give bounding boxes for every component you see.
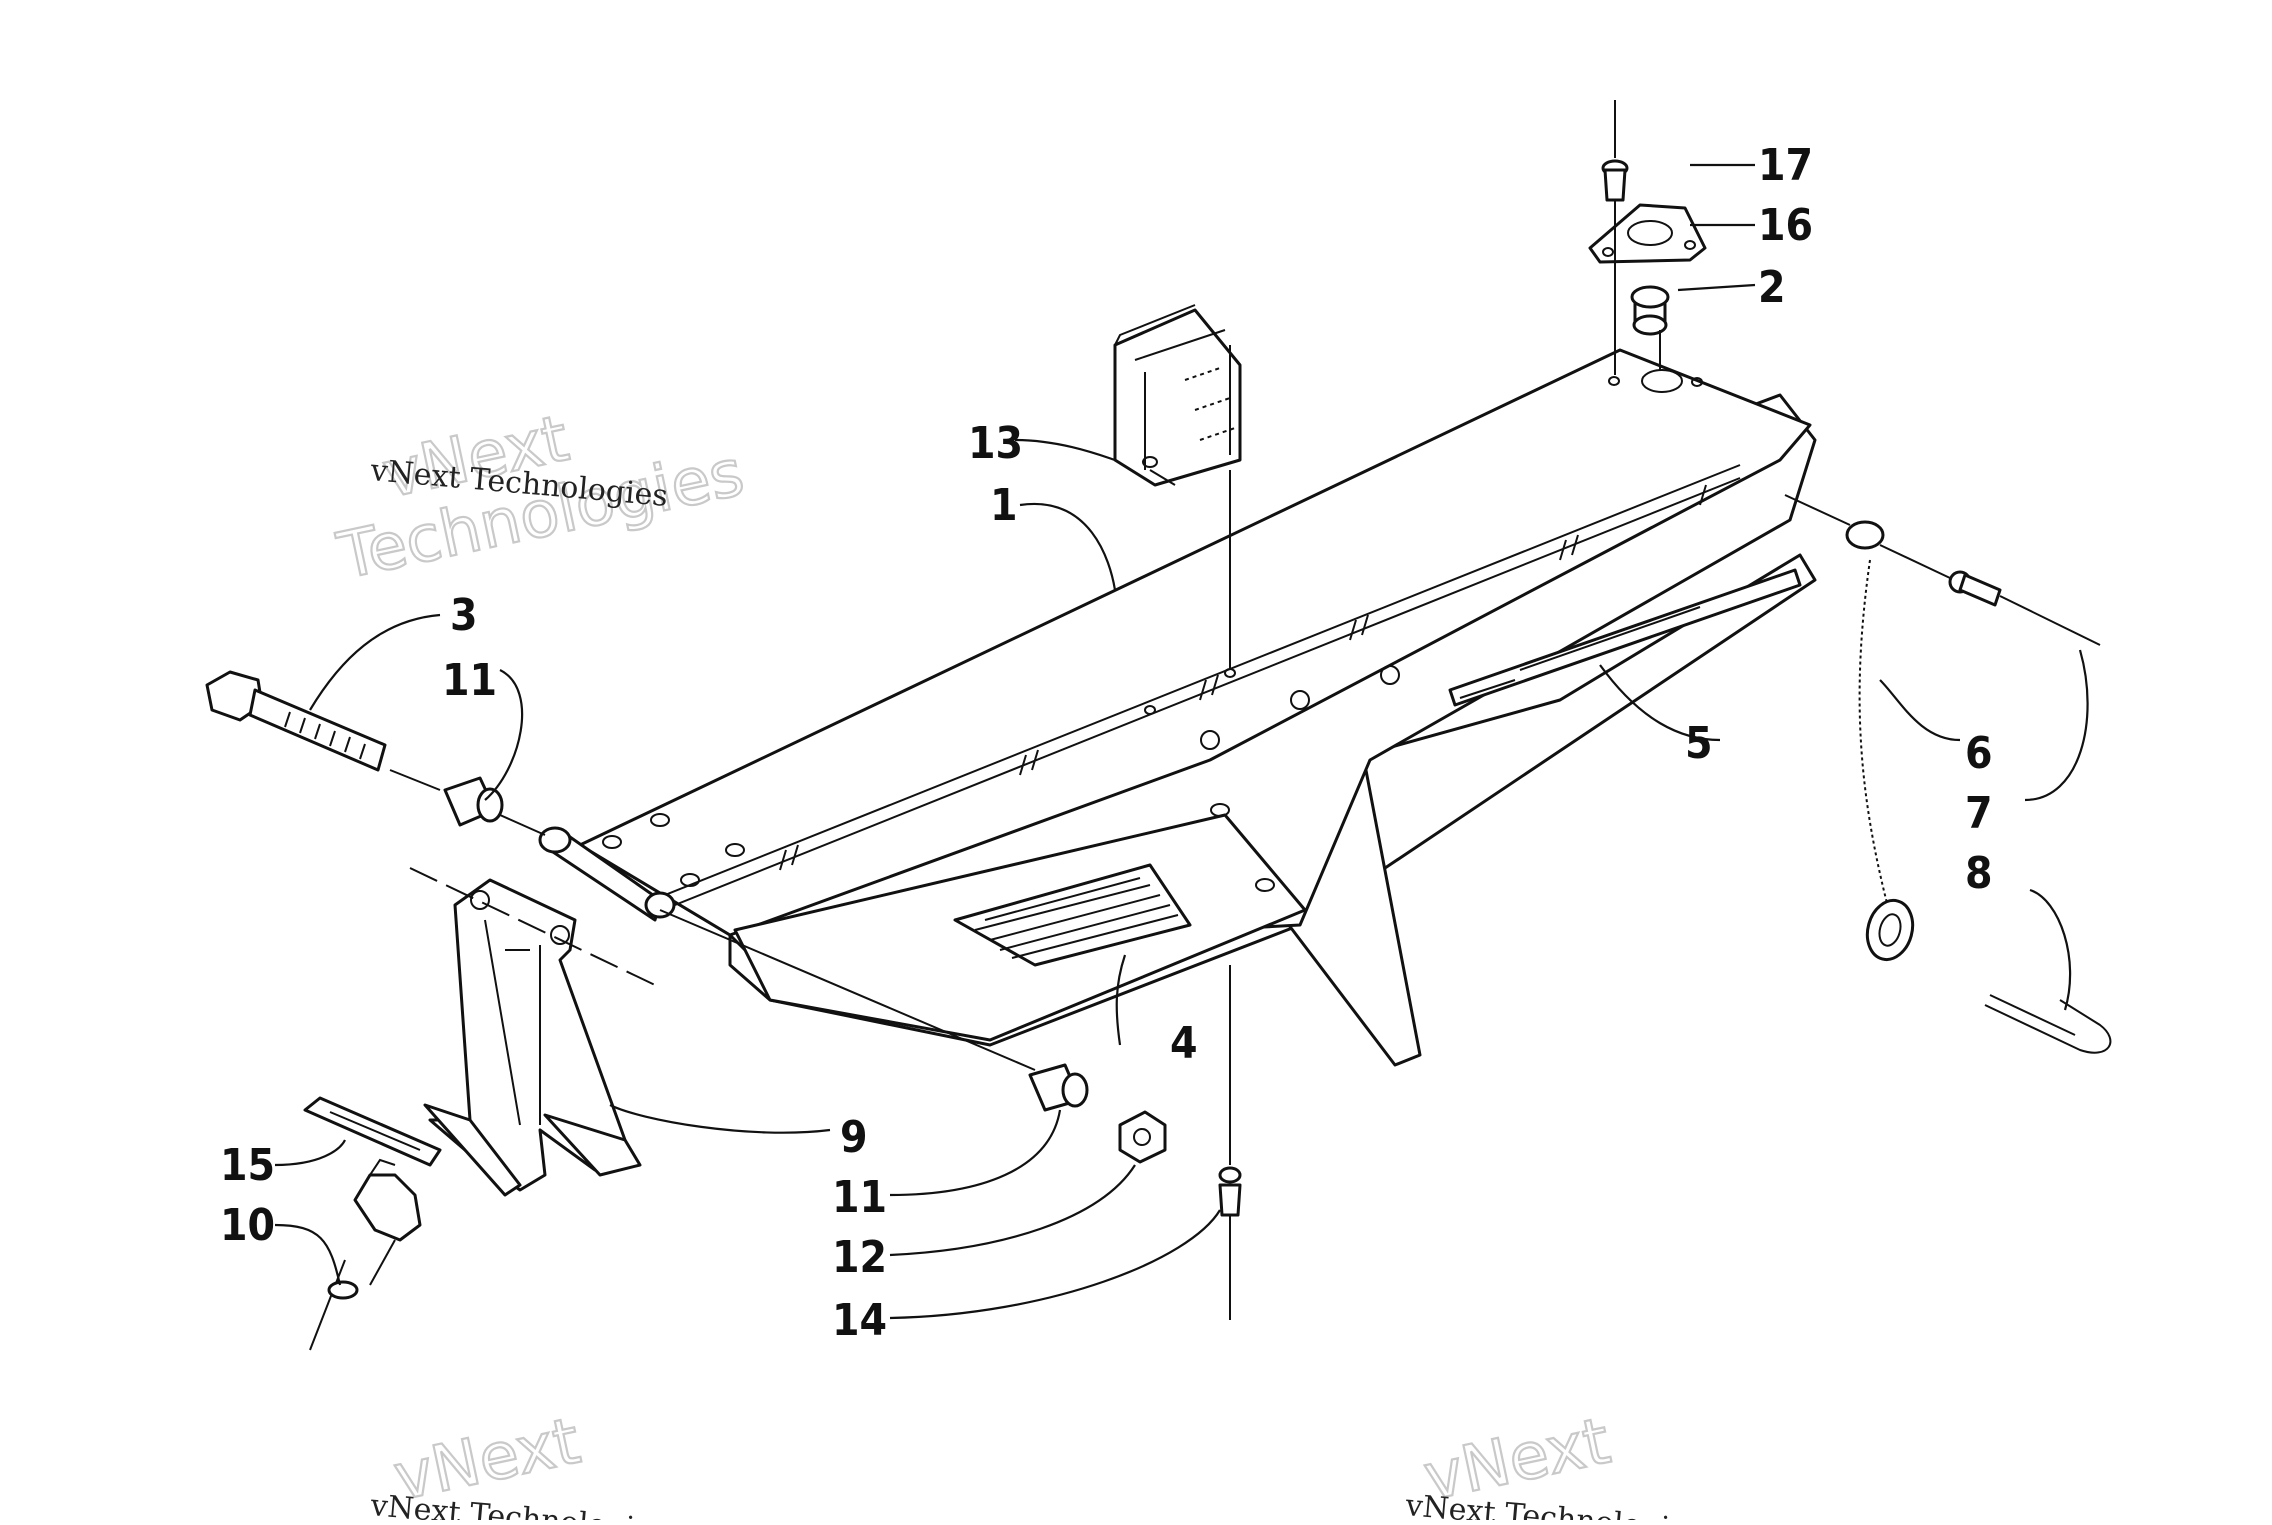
part-4-warning-decal [953, 863, 1192, 967]
part-3-bolt [205, 670, 387, 772]
part-7-pin [1948, 570, 2101, 646]
callout-5: 5 [1685, 718, 1713, 769]
callout-13: 13 [968, 418, 1023, 469]
pivot-tube [538, 826, 676, 922]
part-9-bracket [423, 878, 642, 1197]
part-17-rivet [1601, 100, 1629, 202]
part-2-grommet [1630, 285, 1670, 336]
part-5-side-decal [1448, 568, 1802, 707]
axis-pin [1784, 494, 1951, 579]
watermark-company-text: vNext Technologies [1403, 1488, 1704, 1520]
part-10-knob [309, 1158, 422, 1351]
part-8-hair-pin-clip [1984, 994, 2112, 1054]
axis-knob [369, 1239, 396, 1286]
callout-2: 2 [1758, 262, 1786, 313]
callout-15: 15 [220, 1140, 275, 1191]
part-6-lanyard [1845, 520, 1915, 962]
axis-bracket [409, 867, 656, 986]
tray-top-deck [578, 348, 1812, 937]
part-16-plate [1588, 203, 1707, 264]
callout-labels: 17 16 2 13 1 3 11 5 6 7 8 4 9 15 10 11 1… [220, 140, 1993, 1346]
callout-6: 6 [1965, 728, 1993, 779]
watermark-bottom-left: vNext vNext Technologies [368, 1403, 669, 1525]
callout-3: 3 [450, 590, 478, 641]
callout-1: 1 [990, 480, 1018, 531]
callout-11-right: 11 [832, 1172, 887, 1223]
callout-10: 10 [220, 1200, 275, 1251]
part-11-spacer-right [1028, 1063, 1089, 1112]
leader-lines [274, 163, 2089, 1320]
part-15-strap [303, 1096, 442, 1167]
callout-14: 14 [832, 1295, 887, 1346]
part-13-clip [1113, 304, 1242, 487]
deck-holes [602, 369, 1703, 892]
callout-9: 9 [840, 1112, 868, 1163]
watermark-company-text: vNext Technologies [368, 1488, 669, 1520]
hinge-knuckles [779, 484, 1707, 871]
axis-top [1614, 200, 1661, 375]
part-11-spacer-left [443, 776, 504, 827]
callout-11-left: 11 [442, 655, 497, 706]
callout-12: 12 [832, 1232, 887, 1283]
callout-8: 8 [1965, 848, 1993, 899]
watermark-bottom-right: vNext vNext Technologies [1403, 1403, 1704, 1525]
part-14-rivet [1218, 965, 1242, 1320]
axis-bolt [389, 769, 1036, 1071]
callout-4: 4 [1170, 1018, 1198, 1069]
hinge-rod-edge [649, 477, 1741, 916]
hinge-rod [639, 464, 1741, 906]
watermark-top-left: vNext Technologies vNext Technologies [330, 401, 751, 596]
callout-7: 7 [1965, 788, 1993, 839]
part-12-nut [1118, 1110, 1167, 1164]
callout-17: 17 [1758, 140, 1813, 191]
callout-16: 16 [1758, 200, 1813, 251]
